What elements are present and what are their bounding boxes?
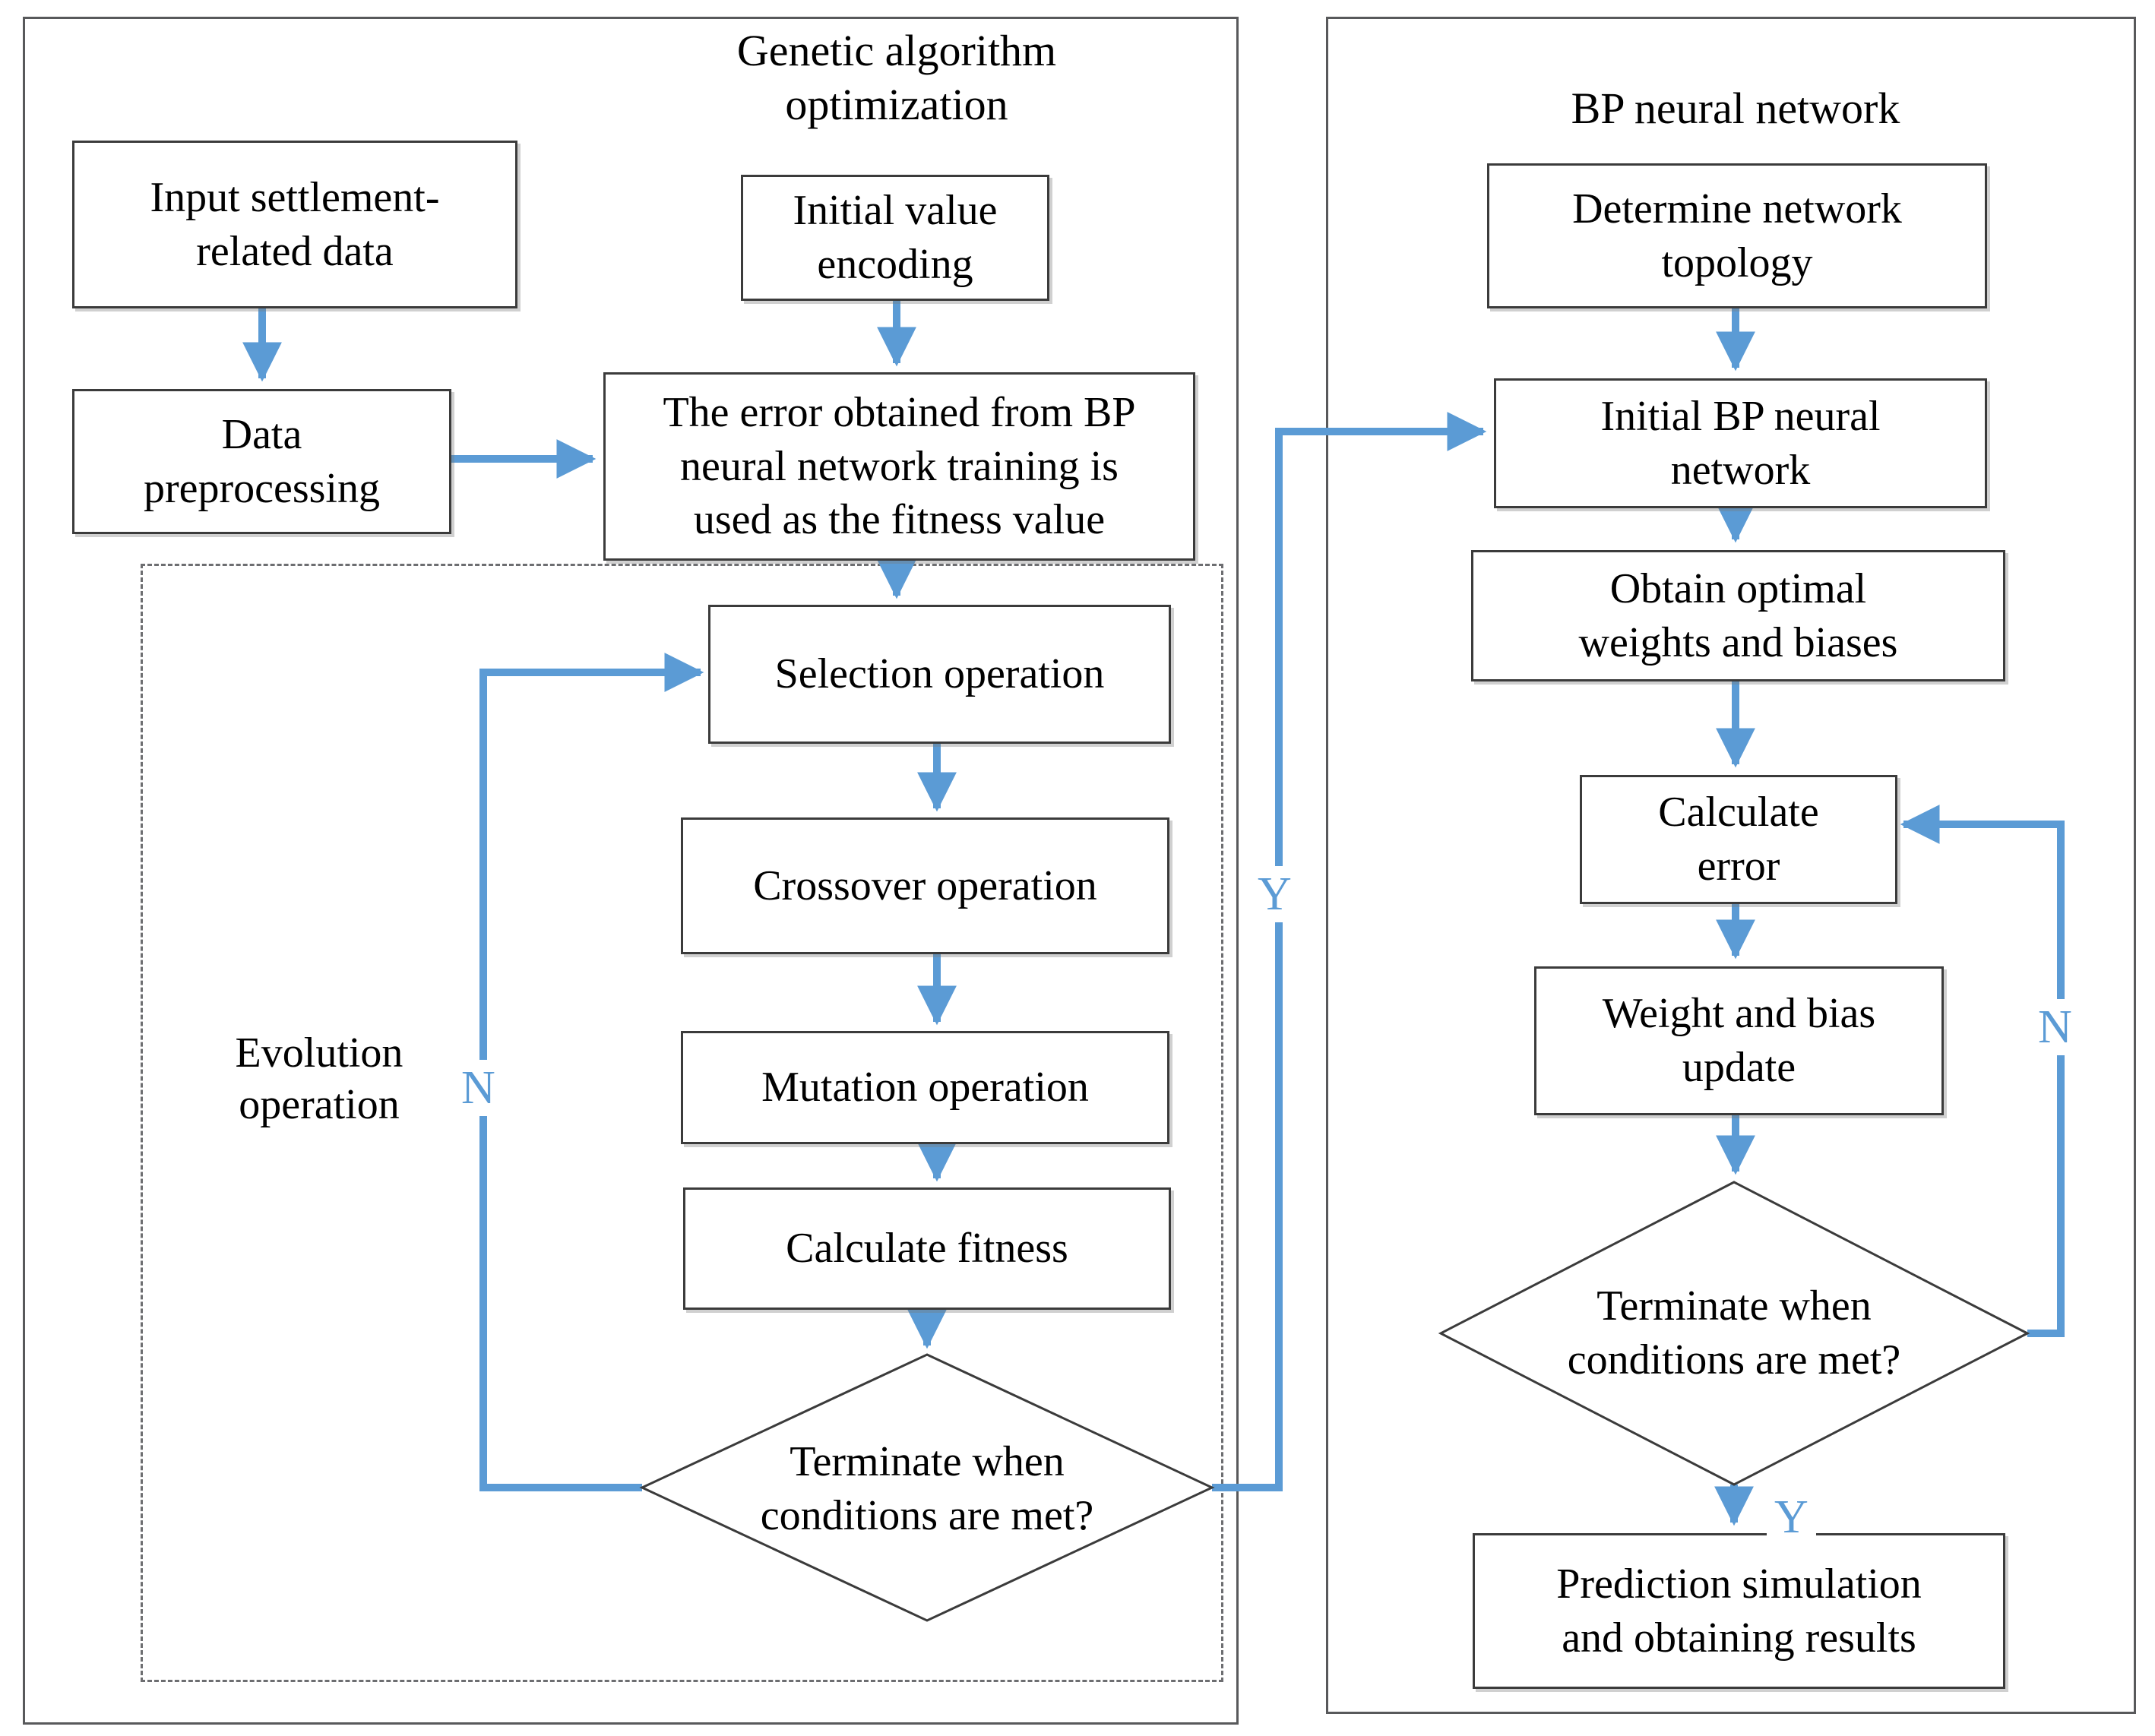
node-initial-bp-network: Initial BP neural network: [1494, 378, 1987, 508]
node-initial-value-encoding: Initial value encoding: [741, 175, 1049, 301]
node-prediction-results: Prediction simulation and obtaining resu…: [1473, 1533, 2005, 1689]
edge-label-yes-right: Y: [1767, 1489, 1816, 1545]
node-selection-operation: Selection operation: [708, 605, 1171, 744]
edge-label-no-left: N: [454, 1060, 503, 1116]
genetic-algorithm-panel: [23, 17, 1239, 1725]
terminate-label-right: Terminate when conditions are met?: [1567, 1282, 1901, 1383]
node-crossover-operation: Crossover operation: [681, 817, 1169, 954]
node-data-preprocessing: Data preprocessing: [72, 389, 451, 534]
edge-terminate-no-loop-right: [1900, 805, 2065, 1337]
edge-terminate-yes-to-bp: [1212, 412, 1487, 1491]
bp-network-panel: [1326, 17, 2136, 1714]
terminate-diamond-left: [639, 1353, 1215, 1622]
evolution-operation-label: Evolution operation: [235, 1029, 403, 1129]
left-panel-title: Genetic algorithm optimization: [736, 26, 1057, 129]
right-panel-title: BP neural network: [1571, 84, 1900, 133]
edge-terminate-no-loop: [479, 653, 704, 1491]
terminate-label-left: Terminate when conditions are met?: [760, 1438, 1094, 1539]
evolution-operation-group: [141, 564, 1223, 1682]
node-determine-topology: Determine network topology: [1487, 163, 1987, 308]
node-input-data: Input settlement- related data: [72, 141, 517, 308]
edge-label-yes-left: Y: [1250, 866, 1299, 922]
node-obtain-weights: Obtain optimal weights and biases: [1471, 550, 2005, 681]
edge-label-no-right: N: [2030, 999, 2080, 1055]
node-calculate-fitness: Calculate fitness: [683, 1187, 1171, 1310]
node-fitness-from-bp: The error obtained from BP neural networ…: [603, 372, 1195, 561]
node-calculate-error: Calculate error: [1580, 775, 1897, 904]
node-weight-bias-update: Weight and bias update: [1534, 966, 1944, 1115]
terminate-diamond-right: [1438, 1181, 2030, 1486]
node-mutation-operation: Mutation operation: [681, 1031, 1169, 1144]
